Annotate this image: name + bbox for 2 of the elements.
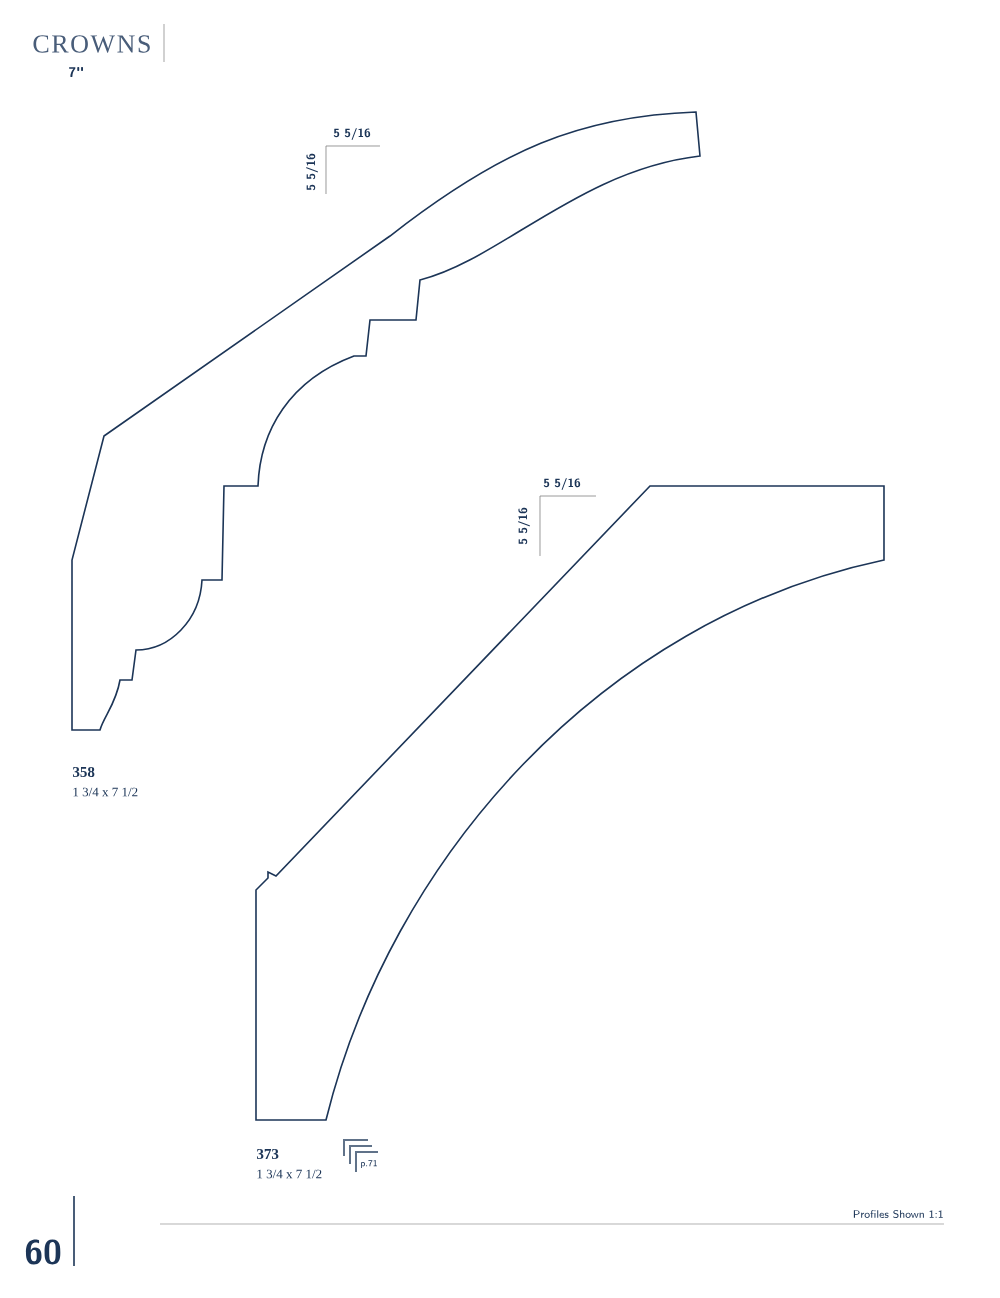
- section-title: CROWNS: [33, 35, 150, 53]
- page-number: 60: [25, 1239, 61, 1265]
